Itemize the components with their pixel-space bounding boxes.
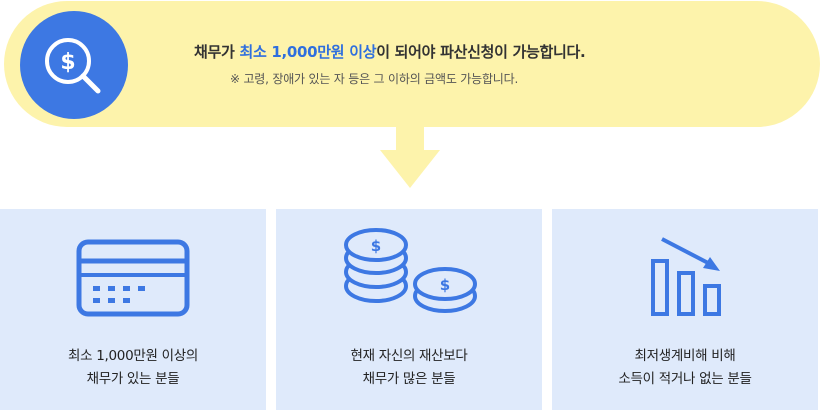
card-minimum-debt: 최소 1,000만원 이상의 채무가 있는 분들 (0, 209, 266, 410)
banner-headline: 채무가 최소 1,000만원 이상이 되어야 파산신청이 가능합니다. (194, 41, 794, 62)
svg-text:$: $ (371, 237, 381, 255)
headline-prefix: 채무가 (194, 43, 240, 61)
card-label-line1: 현재 자신의 재산보다 (350, 348, 468, 364)
svg-text:$: $ (60, 50, 75, 75)
card-label: 최소 1,000만원 이상의 채무가 있는 분들 (0, 345, 266, 391)
down-arrow-icon (380, 126, 440, 188)
coins-icon: $ $ (344, 228, 477, 313)
card-low-income: 최저생계비해 비해 소득이 적거나 없는 분들 (552, 209, 818, 410)
credit-card-icon (76, 239, 190, 317)
card-debt-over-assets: $ $ 현재 자신의 재산보다 채무가 많은 분들 (276, 209, 542, 410)
banner-text: 채무가 최소 1,000만원 이상이 되어야 파산신청이 가능합니다. ※ 고령… (194, 41, 794, 87)
svg-text:$: $ (440, 276, 450, 294)
requirement-banner: $ 채무가 최소 1,000만원 이상이 되어야 파산신청이 가능합니다. ※ … (4, 1, 820, 127)
card-label-line1: 최소 1,000만원 이상의 (68, 348, 198, 364)
card-label: 최저생계비해 비해 소득이 적거나 없는 분들 (552, 345, 818, 391)
headline-highlight: 최소 1,000만원 이상 (239, 43, 377, 61)
headline-suffix: 이 되어야 파산신청이 가능합니다. (376, 43, 586, 61)
decreasing-bar-chart-icon (651, 237, 721, 316)
search-dollar-icon: $ (20, 11, 128, 119)
card-label: 현재 자신의 재산보다 채무가 많은 분들 (276, 345, 542, 391)
card-label-line2: 소득이 적거나 없는 분들 (618, 371, 752, 387)
banner-note: ※ 고령, 장애가 있는 자 등은 그 이하의 금액도 가능합니다. (230, 72, 519, 86)
card-label-line1: 최저생계비해 비해 (634, 348, 736, 364)
card-label-line2: 채무가 있는 분들 (86, 371, 180, 387)
card-label-line2: 채무가 많은 분들 (362, 371, 456, 387)
